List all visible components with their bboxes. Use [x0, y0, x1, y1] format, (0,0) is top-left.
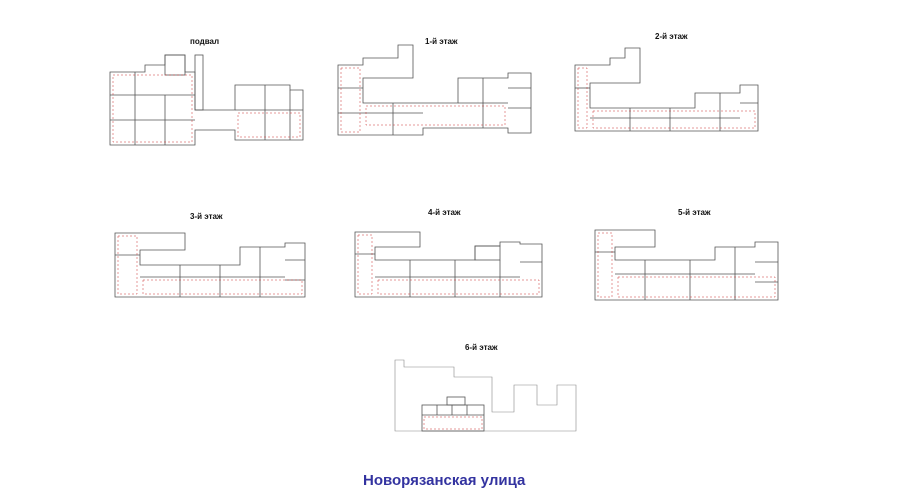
- floor-title-floor6: 6-й этаж: [465, 343, 498, 352]
- floor-title-floor1: 1-й этаж: [425, 37, 458, 46]
- street-label: Новорязанская улица: [363, 472, 526, 489]
- floor-plan-drawing-floor1: [337, 44, 532, 136]
- floor-title-floor4: 4-й этаж: [428, 208, 461, 217]
- floor-title-floor5: 5-й этаж: [678, 208, 711, 217]
- floor-plan-drawing-floor3: [114, 232, 306, 298]
- floor-title-basement: подвал: [190, 37, 220, 46]
- floor-plan-drawing-basement: [109, 54, 304, 146]
- floor-plan-drawing-floor6: [394, 359, 577, 432]
- floor-plan-drawing-floor5: [594, 229, 779, 301]
- floor-title-floor2: 2-й этаж: [655, 32, 688, 41]
- floor-title-floor3: 3-й этаж: [190, 212, 223, 221]
- floor-plan-drawing-floor2: [574, 47, 759, 132]
- floor-plan-drawing-floor4: [354, 231, 543, 298]
